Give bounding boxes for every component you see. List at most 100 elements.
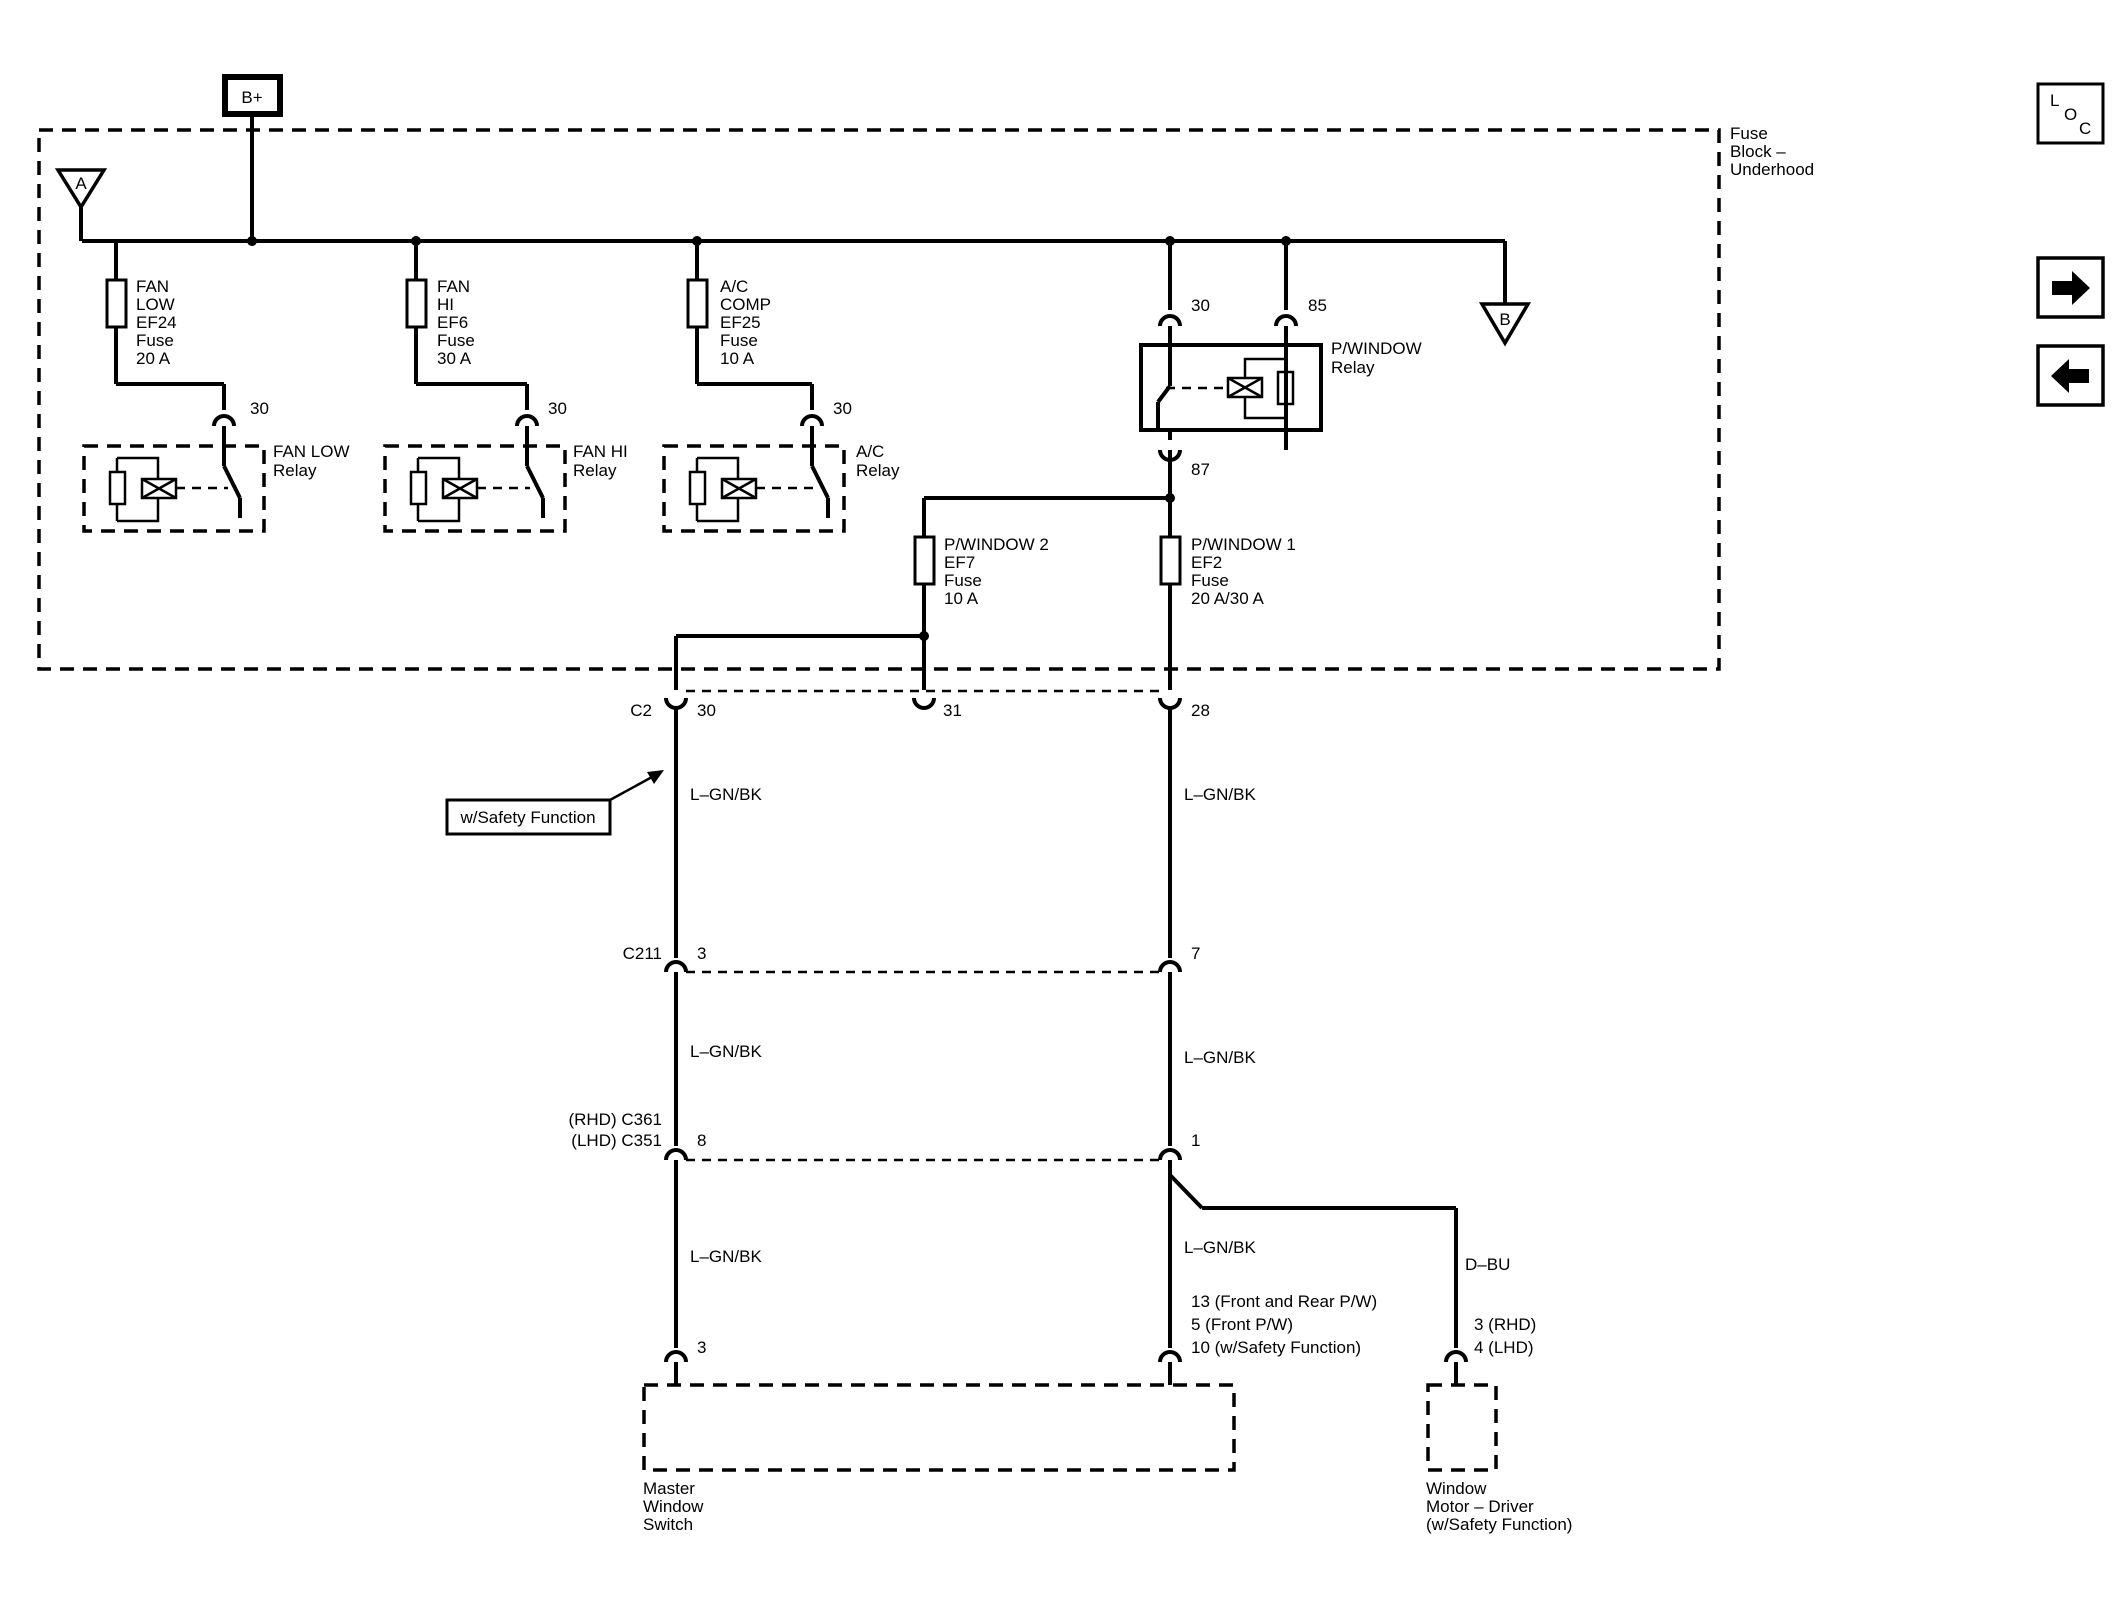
battery-positive-source: B+ — [222, 74, 283, 241]
svg-text:P/WINDOW 2: P/WINDOW 2 — [944, 535, 1049, 554]
svg-text:EF2: EF2 — [1191, 553, 1222, 572]
arrow-right-icon[interactable] — [2036, 256, 2105, 319]
svg-text:EF6: EF6 — [437, 313, 468, 332]
wire-color-motor: D–BU — [1465, 1255, 1510, 1274]
svg-text:5 (Front P/W): 5 (Front P/W) — [1191, 1315, 1293, 1334]
switch-pin-3: 3 — [697, 1338, 706, 1357]
svg-text:Relay: Relay — [856, 461, 900, 480]
svg-text:20 A: 20 A — [136, 349, 171, 368]
connector-c361-c351: (RHD) C361 (LHD) C351 8 1 — [568, 1110, 1200, 1162]
svg-text:FAN: FAN — [136, 277, 169, 296]
svg-text:P/WINDOW 1: P/WINDOW 1 — [1191, 535, 1296, 554]
svg-text:LOW: LOW — [136, 295, 175, 314]
svg-text:A/C: A/C — [720, 277, 748, 296]
bplus-label: B+ — [241, 88, 262, 107]
pw-pin-30: 30 — [1191, 296, 1210, 315]
wire-color-left-3: L–GN/BK — [690, 1247, 762, 1266]
wire-color-right-1: L–GN/BK — [1184, 785, 1256, 804]
wire-color-left-2: L–GN/BK — [690, 1042, 762, 1061]
fan-low-relay: 30 FAN LOW Relay — [82, 399, 350, 533]
pwindow1-fuse: P/WINDOW 1 EF2 Fuse 20 A/30 A — [1159, 535, 1296, 690]
svg-text:20 A/30 A: 20 A/30 A — [1191, 589, 1264, 608]
offpage-connector-a: A — [54, 168, 108, 241]
pwindow-output-wiring — [922, 460, 1175, 537]
svg-text:w/Safety Function: w/Safety Function — [459, 808, 595, 827]
wire-color-left-1: L–GN/BK — [690, 785, 762, 804]
svg-text:Switch: Switch — [643, 1515, 693, 1534]
master-window-switch: Master Window Switch — [642, 1383, 1236, 1534]
svg-text:EF7: EF7 — [944, 553, 975, 572]
svg-text:Fuse: Fuse — [437, 331, 475, 350]
svg-text:Fuse: Fuse — [720, 331, 758, 350]
c2-label: C2 — [630, 701, 652, 720]
svg-text:FAN HI: FAN HI — [573, 442, 628, 461]
svg-text:Fuse: Fuse — [136, 331, 174, 350]
svg-text:Master: Master — [643, 1479, 695, 1498]
svg-text:EF25: EF25 — [720, 313, 761, 332]
svg-text:Window: Window — [643, 1497, 704, 1516]
wire-color-right-3: L–GN/BK — [1184, 1238, 1256, 1257]
svg-text:O: O — [2064, 105, 2077, 124]
c351-pin-8: 8 — [697, 1131, 706, 1150]
svg-text:13 (Front and Rear P/W): 13 (Front and Rear P/W) — [1191, 1292, 1377, 1311]
svg-text:3 (RHD): 3 (RHD) — [1474, 1315, 1536, 1334]
fan-hi-pin-30: 30 — [548, 399, 567, 418]
pw-pin-85: 85 — [1308, 296, 1327, 315]
svg-text:C: C — [2079, 119, 2091, 138]
svg-text:10 (w/Safety Function): 10 (w/Safety Function) — [1191, 1338, 1361, 1357]
c351-pin-1: 1 — [1191, 1131, 1200, 1150]
c2-pin-30: 30 — [697, 701, 716, 720]
svg-text:Fuse: Fuse — [944, 571, 982, 590]
svg-text:10 A: 10 A — [720, 349, 755, 368]
svg-text:Relay: Relay — [1331, 358, 1375, 377]
fan-low-fuse: FAN LOW EF24 Fuse 20 A — [105, 241, 226, 410]
offpage-connector-b: B — [1478, 241, 1532, 347]
motor-pin-list: 3 (RHD) 4 (LHD) — [1474, 1315, 1536, 1357]
connector-c211: C211 3 7 — [623, 944, 1200, 974]
svg-text:Block –: Block – — [1730, 142, 1786, 161]
c2-pin-31: 31 — [943, 701, 962, 720]
ac-comp-fuse: A/C COMP EF25 Fuse 10 A — [686, 241, 814, 410]
safety-function-callout: w/Safety Function — [445, 770, 664, 836]
svg-text:(w/Safety Function): (w/Safety Function) — [1426, 1515, 1572, 1534]
svg-text:HI: HI — [437, 295, 454, 314]
fan-hi-relay: 30 FAN HI Relay — [383, 399, 628, 533]
c351-label: (LHD) C351 — [571, 1131, 662, 1150]
c361-label: (RHD) C361 — [568, 1110, 662, 1129]
loc-icon[interactable]: L O C — [2036, 82, 2105, 145]
ac-relay: 30 A/C Relay — [662, 399, 900, 533]
svg-text:Relay: Relay — [573, 461, 617, 480]
svg-text:30 A: 30 A — [437, 349, 472, 368]
svg-text:10 A: 10 A — [944, 589, 979, 608]
svg-text:COMP: COMP — [720, 295, 771, 314]
c211-label: C211 — [623, 944, 662, 963]
pwindow2-fuse: P/WINDOW 2 EF7 Fuse 10 A — [674, 535, 1049, 690]
svg-text:Relay: Relay — [273, 461, 317, 480]
svg-text:L: L — [2050, 91, 2059, 110]
svg-text:A/C: A/C — [856, 442, 884, 461]
switch-pin-list: 13 (Front and Rear P/W) 5 (Front P/W) 10… — [1191, 1292, 1377, 1357]
svg-text:EF24: EF24 — [136, 313, 177, 332]
svg-text:Fuse: Fuse — [1191, 571, 1229, 590]
svg-text:Underhood: Underhood — [1730, 160, 1814, 179]
component-terminals — [664, 1350, 1468, 1363]
pw-pin-87: 87 — [1191, 460, 1210, 479]
arrow-left-icon[interactable] — [2036, 344, 2105, 407]
wire-color-right-2: L–GN/BK — [1184, 1048, 1256, 1067]
fuse-block-boundary — [37, 128, 1721, 671]
motor-feed-wire: D–BU — [1168, 1173, 1510, 1385]
svg-text:FAN LOW: FAN LOW — [273, 442, 350, 461]
svg-text:Window: Window — [1426, 1479, 1487, 1498]
fuse-block-label: Fuse Block – Underhood — [1730, 124, 1814, 179]
svg-text:P/WINDOW: P/WINDOW — [1331, 339, 1422, 358]
fan-low-pin-30: 30 — [250, 399, 269, 418]
pwindow-relay: 30 85 87 P/WINDOW Relay — [1139, 241, 1422, 479]
window-motor-driver: Window Motor – Driver (w/Safety Function… — [1426, 1383, 1572, 1534]
c211-pin-3: 3 — [697, 944, 706, 963]
ac-pin-30: 30 — [833, 399, 852, 418]
svg-text:Fuse: Fuse — [1730, 124, 1768, 143]
c211-pin-7: 7 — [1191, 944, 1200, 963]
svg-text:A: A — [75, 174, 87, 193]
svg-text:4 (LHD): 4 (LHD) — [1474, 1338, 1534, 1357]
